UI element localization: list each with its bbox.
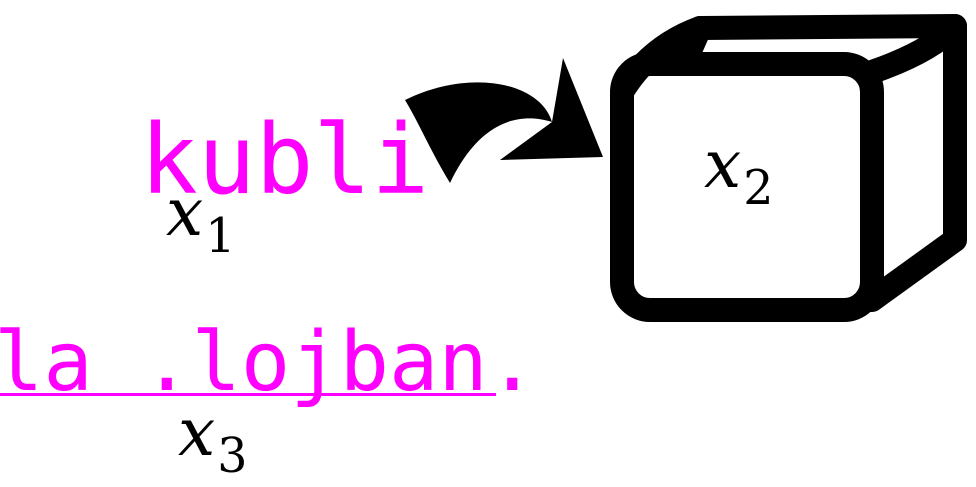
word-underline (0, 393, 496, 396)
place-x2-var: x (704, 126, 742, 203)
place-x2-subscript: 2 (743, 160, 774, 216)
place-x3-label: x3 (178, 400, 247, 480)
place-x1-var: x (166, 174, 204, 251)
place-x1-subscript: 1 (205, 208, 236, 264)
word-la-lojban: la .lojban. (0, 315, 538, 410)
place-x3-var: x (178, 394, 216, 471)
place-x1-label: x1 (166, 180, 235, 260)
curved-arrow-icon (405, 58, 603, 183)
word-kubli: kubli (140, 104, 429, 216)
place-x3-subscript: 3 (217, 428, 248, 484)
cube-box-icon (610, 14, 967, 322)
place-x2-label: x2 (704, 132, 773, 212)
